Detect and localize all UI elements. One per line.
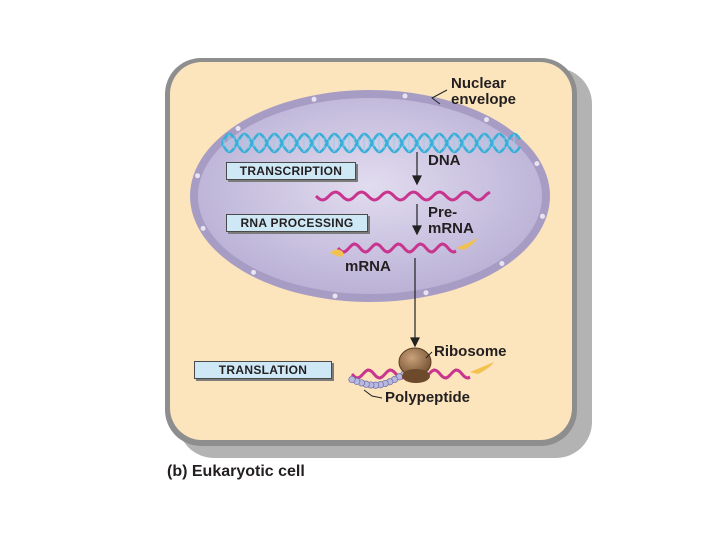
pre-mrna-label-1: Pre- (428, 204, 458, 221)
polypeptide-chain (348, 370, 408, 389)
nuclear-envelope-label-2: envelope (451, 91, 517, 108)
nuclear-envelope-label-1: Nuclear (451, 75, 507, 92)
nuclear-pores (195, 93, 545, 299)
figure-caption: (b) Eukaryotic cell (167, 463, 305, 480)
mrna-tail (456, 238, 478, 250)
flow-arrows (410, 152, 422, 348)
pre-mrna-strand (314, 190, 491, 202)
pre-mrna-label-2: mRNA (428, 220, 474, 237)
ribosome-label: Ribosome (434, 343, 507, 360)
leader-lines (363, 89, 448, 399)
translation-box: TRANSLATION (194, 361, 332, 379)
mrna-strand-nuclear (330, 238, 478, 257)
transcription-box: TRANSCRIPTION (226, 162, 356, 180)
mrna-label: mRNA (345, 258, 391, 275)
mrna-cap (330, 249, 344, 257)
mrna-tail-cyto (470, 362, 494, 374)
ribosome (398, 347, 432, 383)
dna-label: DNA (428, 152, 461, 169)
dna-helix (220, 132, 522, 154)
polypeptide-label: Polypeptide (385, 389, 471, 406)
rna-processing-box: RNA PROCESSING (226, 214, 368, 232)
